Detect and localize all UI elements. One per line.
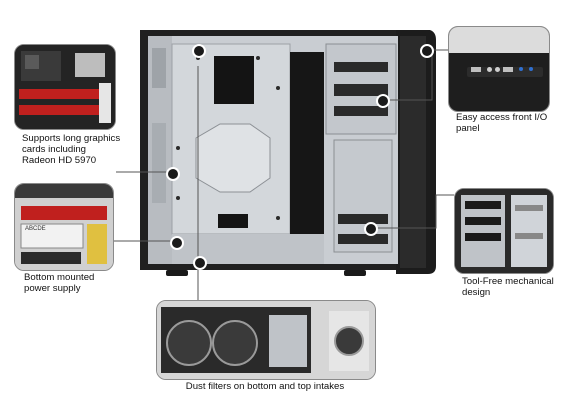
psu-caption: Bottom mounted power supply <box>24 272 95 295</box>
callout-dot-icon <box>193 256 207 270</box>
front-io-callout-image <box>448 26 550 112</box>
psu-sticker-text: ABCDE <box>25 226 46 232</box>
power-led-icon <box>529 67 533 71</box>
front-io-caption: Easy access front I/O panel <box>456 112 548 135</box>
power-led-icon <box>519 67 523 71</box>
callout-dot-icon <box>376 94 390 108</box>
filters-callout-image <box>156 300 376 380</box>
callout-dot-icon <box>420 44 434 58</box>
filters-caption: Dust filters on bottom and top intakes <box>185 381 345 392</box>
psu-callout-image: ABCDE <box>14 183 114 271</box>
audio-jack-icon <box>487 67 492 72</box>
callout-dot-icon <box>192 44 206 58</box>
callout-dot-icon <box>170 236 184 250</box>
toolfree-callout-image <box>454 188 554 274</box>
usb-port-icon <box>503 67 513 72</box>
graphics-caption: Supports long graphics cards including R… <box>22 133 121 167</box>
usb-port-icon <box>471 67 481 72</box>
callout-dot-icon <box>364 222 378 236</box>
toolfree-caption: Tool-Free mechanical design <box>462 276 554 299</box>
audio-jack-icon <box>495 67 500 72</box>
graphics-callout-image <box>14 44 116 130</box>
callout-dot-icon <box>166 167 180 181</box>
